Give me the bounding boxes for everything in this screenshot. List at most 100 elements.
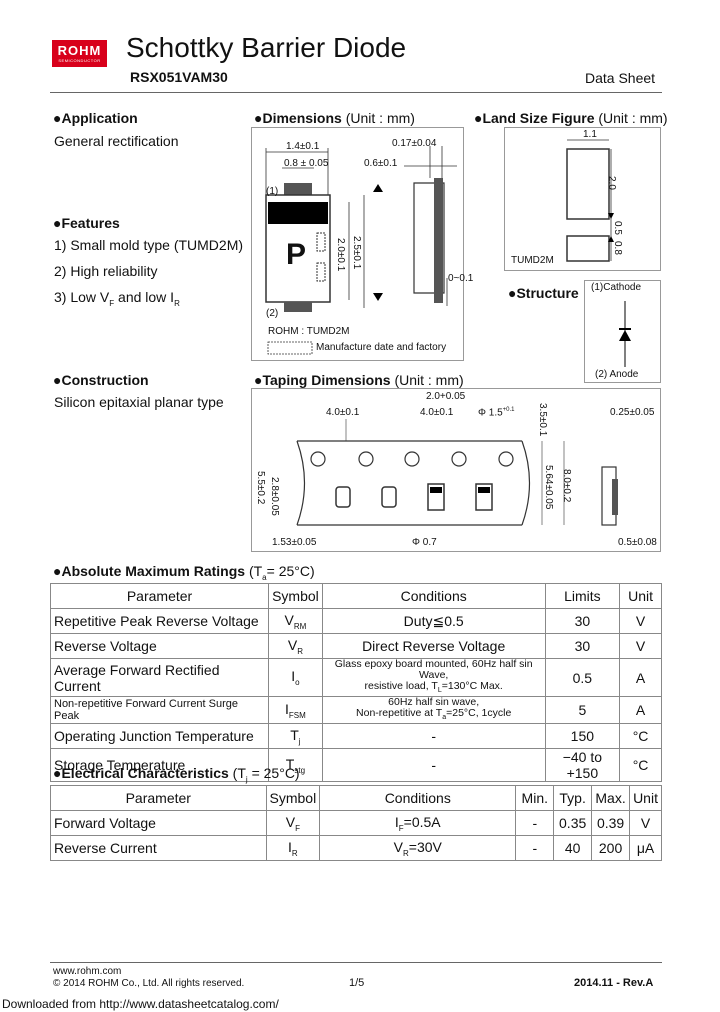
- feature-item-1: 1) Small mold type (TUMD2M): [54, 237, 244, 253]
- typ-cell: 40: [553, 835, 593, 861]
- limit-cell: 150: [544, 723, 621, 750]
- land-package-name: TUMD2M: [511, 255, 554, 266]
- unit-cell: °C: [619, 723, 662, 750]
- dimensions-heading: ●Dimensions (Unit : mm): [254, 110, 415, 126]
- tape-dim-w5: 8.0±0.2: [561, 469, 572, 503]
- package-drawing: [265, 146, 457, 355]
- max-cell: 0.39: [591, 810, 631, 836]
- symbol-cell: Io: [268, 657, 323, 698]
- param-cell: Repetitive Peak Reverse Voltage: [49, 608, 270, 634]
- condition-cell: Direct Reverse Voltage: [321, 633, 546, 659]
- diode-symbol: [619, 301, 631, 367]
- param-cell: Reverse Voltage: [49, 633, 270, 659]
- land-gap: 0.5: [612, 221, 623, 235]
- feature-item-3: 3) Low VF and low IR: [54, 289, 180, 308]
- unit-cell: °C: [619, 748, 662, 783]
- tape-dim-w3: 2.8±0.05: [269, 477, 280, 516]
- symbol-cell: IFSM: [268, 696, 323, 725]
- tape-hole-diameter: Φ 0.7: [412, 537, 437, 548]
- min-cell: -: [515, 835, 555, 861]
- column-header: Min.: [515, 785, 555, 811]
- tape-dim-w4: 5.64±0.05: [543, 465, 554, 510]
- revision: 2014.11 - Rev.A: [574, 977, 654, 989]
- cathode-label: (1)Cathode: [591, 282, 642, 293]
- table-header-row: Parameter Symbol Conditions Min. Typ. Ma…: [50, 785, 662, 811]
- structure-heading: ●Structure: [508, 285, 579, 301]
- unit-cell: A: [619, 657, 662, 698]
- dim-width-outer: 1.4±0.1: [286, 141, 320, 152]
- land-heading: ●Land Size Figure (Unit : mm): [474, 110, 668, 126]
- condition-cell: Glass epoxy board mounted, 60Hz half sin…: [321, 657, 546, 698]
- footer-site[interactable]: www.rohm.com: [53, 966, 122, 977]
- column-header: Limits: [544, 583, 621, 609]
- param-cell: Non-repetitive Forward Current Surge Pea…: [49, 696, 270, 725]
- column-header: Conditions: [319, 785, 517, 811]
- column-header: Symbol: [265, 785, 321, 811]
- land-width: 1.1: [583, 129, 597, 140]
- column-header: Unit: [629, 785, 662, 811]
- logo-subtext: SEMICONDUCTOR: [58, 58, 101, 63]
- table-header-row: Parameter Symbol Conditions Limits Unit: [49, 583, 662, 609]
- param-cell: Average Forward Rectified Current: [49, 657, 270, 698]
- sprocket-diameter: Φ 1.5+0.1: [478, 407, 515, 419]
- condition-cell: IF=0.5A: [319, 810, 517, 836]
- tape-pitch-3: 2.0+0.05: [426, 391, 466, 402]
- taping-heading: ●Taping Dimensions (Unit : mm): [254, 372, 464, 388]
- rohm-logo: ROHM SEMICONDUCTOR: [52, 40, 107, 67]
- column-header: Symbol: [268, 583, 323, 609]
- elec-table: Parameter Symbol Conditions Min. Typ. Ma…: [50, 785, 662, 861]
- download-link[interactable]: Downloaded from http://www.datasheetcata…: [2, 997, 279, 1011]
- anode-label: (2) Anode: [595, 369, 639, 380]
- symbol-cell: VR: [268, 633, 323, 659]
- pin1-label: (1): [266, 186, 279, 197]
- param-cell: Reverse Current: [50, 835, 267, 861]
- dim-height-body: 2.0±0.1: [335, 238, 346, 272]
- column-header: Parameter: [49, 583, 270, 609]
- condition-cell: Duty≦0.5: [321, 608, 546, 634]
- limit-cell: −40 to +150: [544, 748, 621, 783]
- unit-cell: V: [619, 633, 662, 659]
- tape-dim-b2: 0.5±0.08: [618, 537, 657, 548]
- abs-max-heading: ●Absolute Maximum Ratings (Ta= 25°C): [53, 563, 315, 582]
- limit-cell: 30: [544, 633, 621, 659]
- tape-thickness: 0.25±0.05: [610, 407, 655, 418]
- taping-figure: 4.0±0.1 4.0±0.1 2.0+0.05 Φ 1.5+0.1 3.5±0…: [251, 388, 661, 552]
- condition-cell: 60Hz half sin wave,Non-repetitive at Ta=…: [321, 696, 546, 725]
- condition-cell: VR=30V: [319, 835, 517, 861]
- tape-dim-b1: 1.53±0.05: [272, 537, 317, 548]
- features-heading: ●Features: [53, 215, 120, 231]
- tape-dim-w1: 3.5±0.1: [537, 403, 548, 437]
- symbol-cell: IR: [265, 835, 321, 861]
- dim-thickness-lead: 0.17±0.04: [392, 138, 437, 149]
- tape-pitch-1: 4.0±0.1: [326, 407, 360, 418]
- condition-cell: -: [321, 748, 546, 783]
- unit-cell: A: [619, 696, 662, 725]
- unit-cell: V: [619, 608, 662, 634]
- table-row: Reverse Current IR VR=30V - 40 200 μA: [50, 835, 662, 861]
- tape-dim-w2: 5.5±0.2: [255, 471, 266, 505]
- table-row: Storage Temperature Tstg - −40 to +150 °…: [49, 748, 662, 783]
- tape-pitch-2: 4.0±0.1: [420, 407, 454, 418]
- unit-cell: μA: [629, 835, 662, 861]
- limit-cell: 5: [544, 696, 621, 725]
- table-row: Reverse Voltage VR Direct Reverse Voltag…: [49, 633, 662, 659]
- part-number: RSX051VAM30: [130, 69, 228, 85]
- column-header: Typ.: [553, 785, 593, 811]
- land-length: 2.0: [606, 176, 617, 190]
- typ-cell: 0.35: [553, 810, 593, 836]
- dim-standoff: 0~0.1: [448, 273, 474, 284]
- table-row: Repetitive Peak Reverse Voltage VRM Duty…: [49, 608, 662, 634]
- symbol-cell: Tstg: [268, 748, 323, 783]
- dim-width-inner: 0.8 ± 0.05: [284, 158, 329, 169]
- land-pad2: 0.8: [612, 241, 623, 255]
- param-cell: Storage Temperature: [49, 748, 270, 783]
- tape-drawing: [296, 419, 618, 526]
- pin2-label: (2): [266, 308, 279, 319]
- symbol-cell: VF: [265, 810, 321, 836]
- column-header: Max.: [591, 785, 631, 811]
- page-number: 1/5: [349, 977, 365, 989]
- dim-height-total: 2.5±0.1: [351, 236, 362, 270]
- limit-cell: 30: [544, 608, 621, 634]
- footer-rule: [50, 962, 662, 963]
- structure-figure: (1)Cathode (2) Anode: [584, 280, 661, 383]
